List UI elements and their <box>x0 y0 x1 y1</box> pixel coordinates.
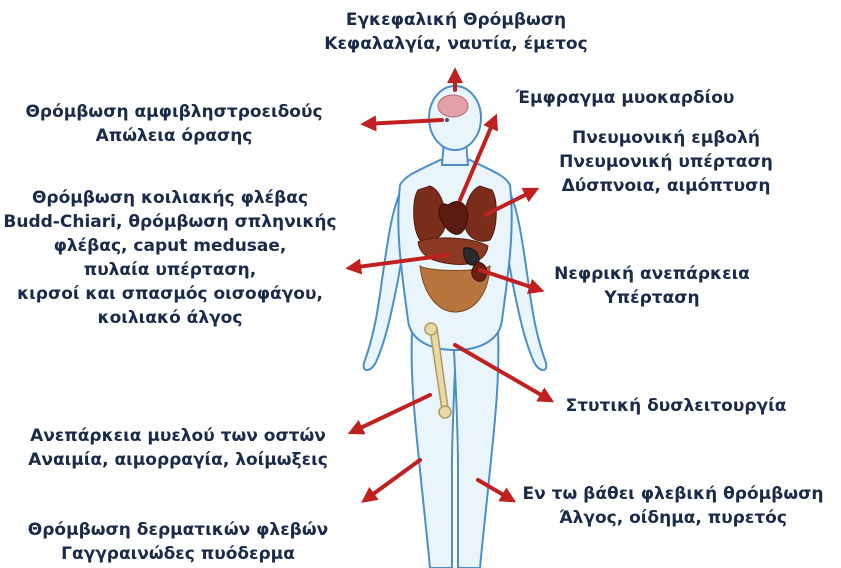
label-renal-failure: Νεφρική ανεπάρκεια Υπέρταση <box>552 262 752 310</box>
brain-icon <box>438 95 468 117</box>
label-retinal-thrombosis: Θρόμβωση αμφιβληστροειδούς Απώλεια όραση… <box>4 100 344 148</box>
label-erectile-dysfunction: Στυτική δυσλειτουργία <box>556 394 796 418</box>
label-bone-marrow-failure: Ανεπάρκεια μυελού των οστών Αναιμία, αιμ… <box>8 424 348 472</box>
label-dermal-vein-thrombosis: Θρόμβωση δερματικών φλεβών Γαγγραινώδες … <box>8 518 348 566</box>
arrow-skin <box>365 460 420 500</box>
label-abdominal-vein-thrombosis: Θρόμβωση κοιλιακής φλέβας Budd-Chiari, θ… <box>0 186 340 330</box>
label-pulmonary-embolism: Πνευμονική εμβολή Πνευμονική υπέρταση Δύ… <box>526 126 806 198</box>
label-brain-thrombosis: Εγκεφαλική Θρόμβωση Κεφαλαλγία, ναυτία, … <box>316 8 596 56</box>
label-myocardial-infarction: Έμφραγμα μυοκαρδίου <box>500 86 750 110</box>
label-deep-vein-thrombosis: Εν τω βάθει φλεβική θρόμβωση Άλγος, οίδη… <box>512 482 834 530</box>
